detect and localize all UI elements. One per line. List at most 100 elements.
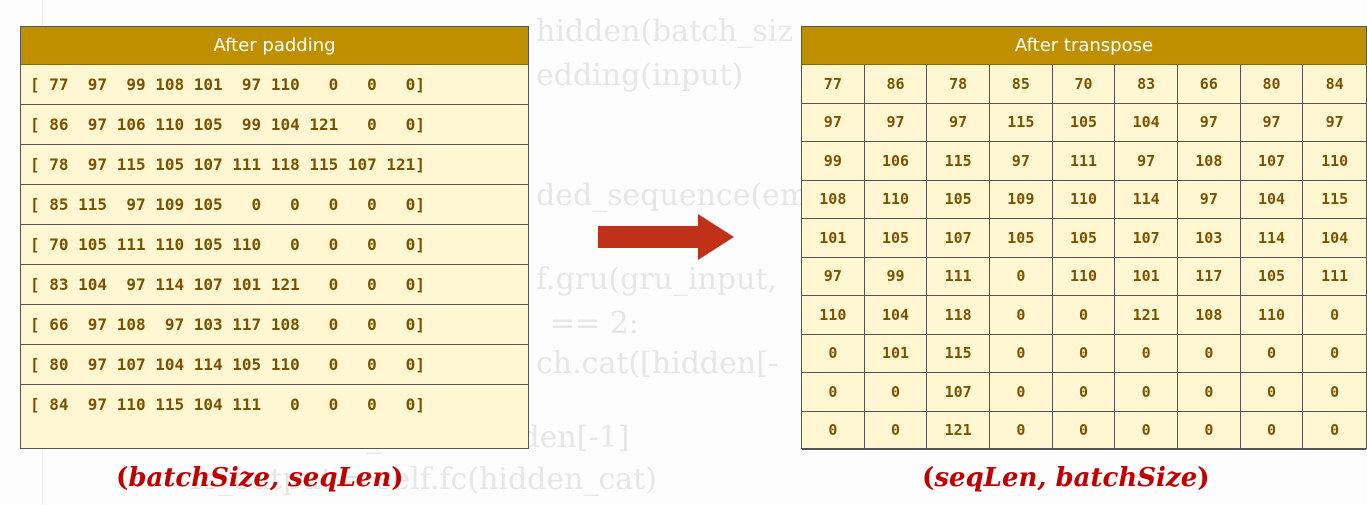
matrix-cell: 107 bbox=[1240, 142, 1304, 181]
matrix-cell: 0 bbox=[1303, 412, 1366, 450]
padded-row: [ 83 104 97 114 107 101 121 0 0 0] bbox=[21, 265, 528, 305]
matrix-cell: 99 bbox=[802, 142, 865, 181]
matrix-cell: 97 bbox=[990, 142, 1053, 181]
matrix-cell: 0 bbox=[1178, 334, 1241, 373]
matrix-cell: 101 bbox=[802, 219, 865, 258]
matrix-cell: 0 bbox=[1303, 373, 1366, 412]
matrix-cell: 105 bbox=[864, 219, 928, 258]
matrix-cell: 110 bbox=[1052, 257, 1116, 296]
matrix-cell: 105 bbox=[1052, 103, 1116, 142]
matrix-cell: 101 bbox=[864, 334, 928, 373]
matrix-cell: 101 bbox=[1115, 257, 1178, 296]
matrix-cell: 0 bbox=[1303, 296, 1366, 335]
bg-code-line: edding(input) bbox=[536, 58, 744, 93]
matrix-cell: 110 bbox=[802, 296, 865, 335]
matrix-cell: 86 bbox=[864, 65, 928, 104]
padded-row: [ 86 97 106 110 105 99 104 121 0 0] bbox=[21, 105, 528, 145]
arrow-shape bbox=[598, 214, 734, 260]
caption-paren: ( bbox=[116, 463, 129, 493]
bg-code-line: ded_sequence(emb bbox=[536, 178, 828, 213]
matrix-cell: 111 bbox=[927, 257, 990, 296]
padded-row: [ 85 115 97 109 105 0 0 0 0 0] bbox=[21, 185, 528, 225]
matrix-cell: 84 bbox=[1303, 65, 1366, 104]
matrix-cell: 0 bbox=[990, 373, 1053, 412]
matrix-cell: 97 bbox=[1240, 103, 1304, 142]
matrix-cell: 0 bbox=[1052, 334, 1116, 373]
matrix-cell: 77 bbox=[802, 65, 865, 104]
matrix-cell: 0 bbox=[990, 334, 1053, 373]
matrix-cell: 0 bbox=[1178, 373, 1241, 412]
matrix-cell: 115 bbox=[1303, 181, 1366, 219]
matrix-cell: 110 bbox=[864, 180, 928, 219]
matrix-cell: 108 bbox=[1178, 142, 1241, 181]
matrix-cell: 104 bbox=[1303, 219, 1366, 258]
matrix-cell: 97 bbox=[802, 103, 865, 142]
matrix-cell: 107 bbox=[1115, 219, 1178, 258]
caption-paren: ( bbox=[922, 463, 935, 493]
matrix-cell: 0 bbox=[1052, 296, 1116, 335]
matrix-cell: 115 bbox=[927, 142, 990, 181]
matrix-cell: 115 bbox=[990, 103, 1053, 142]
padded-row: [ 70 105 111 110 105 110 0 0 0 0] bbox=[21, 225, 528, 265]
matrix-cell: 111 bbox=[1052, 142, 1116, 181]
matrix-cell: 105 bbox=[990, 219, 1053, 258]
caption-paren: ) bbox=[391, 463, 404, 493]
matrix-cell: 97 bbox=[802, 257, 865, 296]
padded-row: [ 78 97 115 105 107 111 118 115 107 121] bbox=[21, 145, 528, 185]
matrix-cell: 121 bbox=[1115, 296, 1178, 335]
bg-code-line: == 2: bbox=[550, 306, 640, 341]
matrix-cell: 107 bbox=[927, 219, 990, 258]
matrix-cell: 105 bbox=[1052, 219, 1116, 258]
matrix-cell: 118 bbox=[927, 296, 990, 335]
matrix-cell: 114 bbox=[1240, 219, 1304, 258]
left-shape-caption: (batchSize, seqLen) bbox=[116, 463, 404, 493]
caption-text: seqLen, batchSize bbox=[934, 463, 1198, 493]
matrix-cell: 85 bbox=[990, 65, 1053, 104]
right-shape-caption: (seqLen, batchSize) bbox=[922, 463, 1210, 493]
padded-rows: [ 77 97 99 108 101 97 110 0 0 0][ 86 97 … bbox=[21, 65, 528, 425]
matrix-cell: 110 bbox=[1052, 180, 1116, 219]
matrix-cell: 121 bbox=[927, 411, 990, 450]
matrix-cell: 0 bbox=[990, 257, 1053, 296]
bg-code-line: hidden(batch_siz bbox=[536, 14, 794, 49]
matrix-cell: 104 bbox=[864, 296, 928, 335]
matrix-cell: 104 bbox=[1115, 103, 1178, 142]
matrix-cell: 110 bbox=[1240, 296, 1304, 335]
matrix-cell: 108 bbox=[802, 180, 865, 219]
matrix-cell: 0 bbox=[802, 411, 865, 450]
matrix-cell: 97 bbox=[1178, 103, 1241, 142]
matrix-cell: 0 bbox=[990, 411, 1053, 450]
matrix-cell: 0 bbox=[1052, 411, 1116, 450]
padded-row: [ 84 97 110 115 104 111 0 0 0 0] bbox=[30, 395, 425, 414]
matrix-cell: 78 bbox=[927, 65, 990, 104]
matrix-cell: 0 bbox=[802, 373, 865, 412]
padded-row: [ 80 97 107 104 114 105 110 0 0 0] bbox=[21, 345, 528, 385]
matrix-cell: 66 bbox=[1178, 65, 1241, 104]
matrix-cell: 0 bbox=[990, 296, 1053, 335]
panel-title: After transpose bbox=[802, 27, 1366, 65]
padded-matrix-panel: After padding [ 77 97 99 108 101 97 110 … bbox=[20, 26, 529, 449]
matrix-cell: 97 bbox=[927, 103, 990, 142]
caption-paren: ) bbox=[1197, 463, 1210, 493]
matrix-cell: 117 bbox=[1178, 257, 1241, 296]
matrix-cell: 111 bbox=[1303, 258, 1366, 296]
matrix-cell: 110 bbox=[1303, 142, 1366, 181]
matrix-cell: 70 bbox=[1052, 65, 1116, 104]
matrix-cell: 0 bbox=[1115, 373, 1178, 412]
matrix-cell: 0 bbox=[1115, 334, 1178, 373]
matrix-cell: 0 bbox=[1240, 334, 1304, 373]
matrix-cell: 105 bbox=[1240, 257, 1304, 296]
matrix-cell: 106 bbox=[864, 142, 928, 181]
matrix-cell: 108 bbox=[1178, 296, 1241, 335]
panel-title: After padding bbox=[21, 27, 528, 65]
matrix-cell: 109 bbox=[990, 180, 1053, 219]
matrix-cell: 0 bbox=[802, 334, 865, 373]
matrix-cell: 97 bbox=[864, 103, 928, 142]
right-arrow-icon bbox=[598, 214, 734, 260]
matrix-cell: 0 bbox=[1240, 373, 1304, 412]
caption-text: batchSize, seqLen bbox=[128, 463, 392, 493]
matrix-cell: 99 bbox=[864, 257, 928, 296]
padded-row: [ 66 97 108 97 103 117 108 0 0 0] bbox=[21, 305, 528, 345]
matrix-cell: 97 bbox=[1178, 180, 1241, 219]
matrix-cell: 105 bbox=[927, 180, 990, 219]
